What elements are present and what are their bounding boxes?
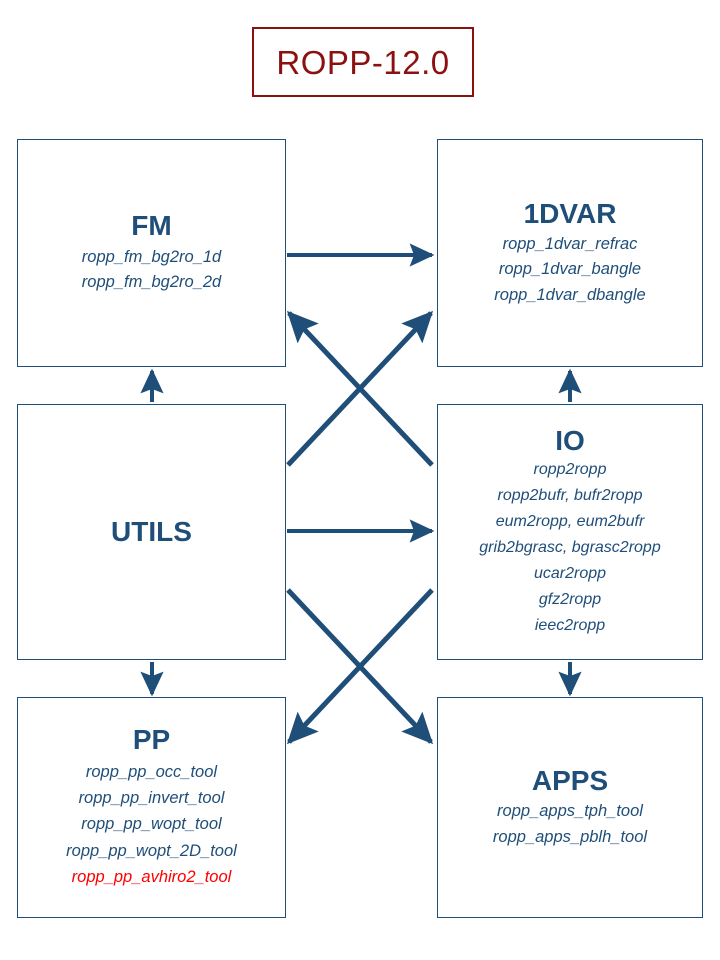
module-item: ropp_apps_pblh_tool xyxy=(492,827,648,846)
module-item: ropp_1dvar_dbangle xyxy=(494,285,646,304)
module-item-list-fm: ropp_fm_bg2ro_1d ropp_fm_bg2ro_2d xyxy=(82,245,221,296)
module-item: gfz2ropp xyxy=(538,590,602,608)
module-title-io: IO xyxy=(555,425,585,457)
module-item: ropp_fm_bg2ro_1d xyxy=(81,247,222,266)
module-item-list-io: ropp2ropp ropp2bufr, bufr2ropp eum2ropp,… xyxy=(479,457,660,638)
module-item: ropp_pp_wopt_tool xyxy=(81,815,222,834)
module-item: ropp_pp_wopt_2D_tool xyxy=(66,841,237,860)
connector-utils-to-apps xyxy=(286,588,434,745)
module-title-fm: FM xyxy=(131,210,172,242)
module-item: ropp_apps_tph_tool xyxy=(497,802,643,821)
module-item: ropp_1dvar_bangle xyxy=(498,260,642,279)
module-item-list-apps: ropp_apps_tph_tool ropp_apps_pblh_tool xyxy=(493,799,647,850)
module-item: ropp2ropp xyxy=(533,461,607,479)
module-box-1dvar[interactable]: 1DVAR ropp_1dvar_refrac ropp_1dvar_bangl… xyxy=(437,139,703,367)
module-item: ropp_1dvar_refrac xyxy=(502,234,638,253)
module-box-utils[interactable]: UTILS xyxy=(17,404,286,660)
connector-io-to-fm xyxy=(286,310,434,467)
module-item-highlighted: ropp_pp_avhiro2_tool xyxy=(71,868,232,887)
version-title-label: ROPP-12.0 xyxy=(276,43,450,81)
connector-utils-to-1dvar xyxy=(286,310,434,467)
version-title-box: ROPP-12.0 xyxy=(252,27,474,97)
module-item: grib2bgrasc, bgrasc2ropp xyxy=(479,539,661,557)
module-item: ucar2ropp xyxy=(533,565,607,583)
module-title-1dvar: 1DVAR xyxy=(523,197,617,229)
module-title-pp: PP xyxy=(132,724,171,756)
module-box-fm[interactable]: FM ropp_fm_bg2ro_1d ropp_fm_bg2ro_2d xyxy=(17,139,286,367)
module-box-io[interactable]: IO ropp2ropp ropp2bufr, bufr2ropp eum2ro… xyxy=(437,404,703,660)
module-title-utils: UTILS xyxy=(111,515,192,547)
module-item-list-1dvar: ropp_1dvar_refrac ropp_1dvar_bangle ropp… xyxy=(494,232,645,309)
connector-io-to-pp xyxy=(286,588,434,745)
module-box-pp[interactable]: PP ropp_pp_occ_tool ropp_pp_invert_tool … xyxy=(17,697,286,918)
module-box-apps[interactable]: APPS ropp_apps_tph_tool ropp_apps_pblh_t… xyxy=(437,697,703,918)
module-item: ropp_fm_bg2ro_2d xyxy=(81,273,222,292)
module-item: ropp2bufr, bufr2ropp xyxy=(497,487,643,505)
module-item: eum2ropp, eum2bufr xyxy=(495,513,645,531)
module-item-list-pp: ropp_pp_occ_tool ropp_pp_invert_tool rop… xyxy=(66,759,237,891)
module-item: ieec2ropp xyxy=(534,616,606,634)
module-item: ropp_pp_occ_tool xyxy=(85,762,218,781)
module-title-apps: APPS xyxy=(531,764,609,796)
module-item: ropp_pp_invert_tool xyxy=(78,789,225,807)
